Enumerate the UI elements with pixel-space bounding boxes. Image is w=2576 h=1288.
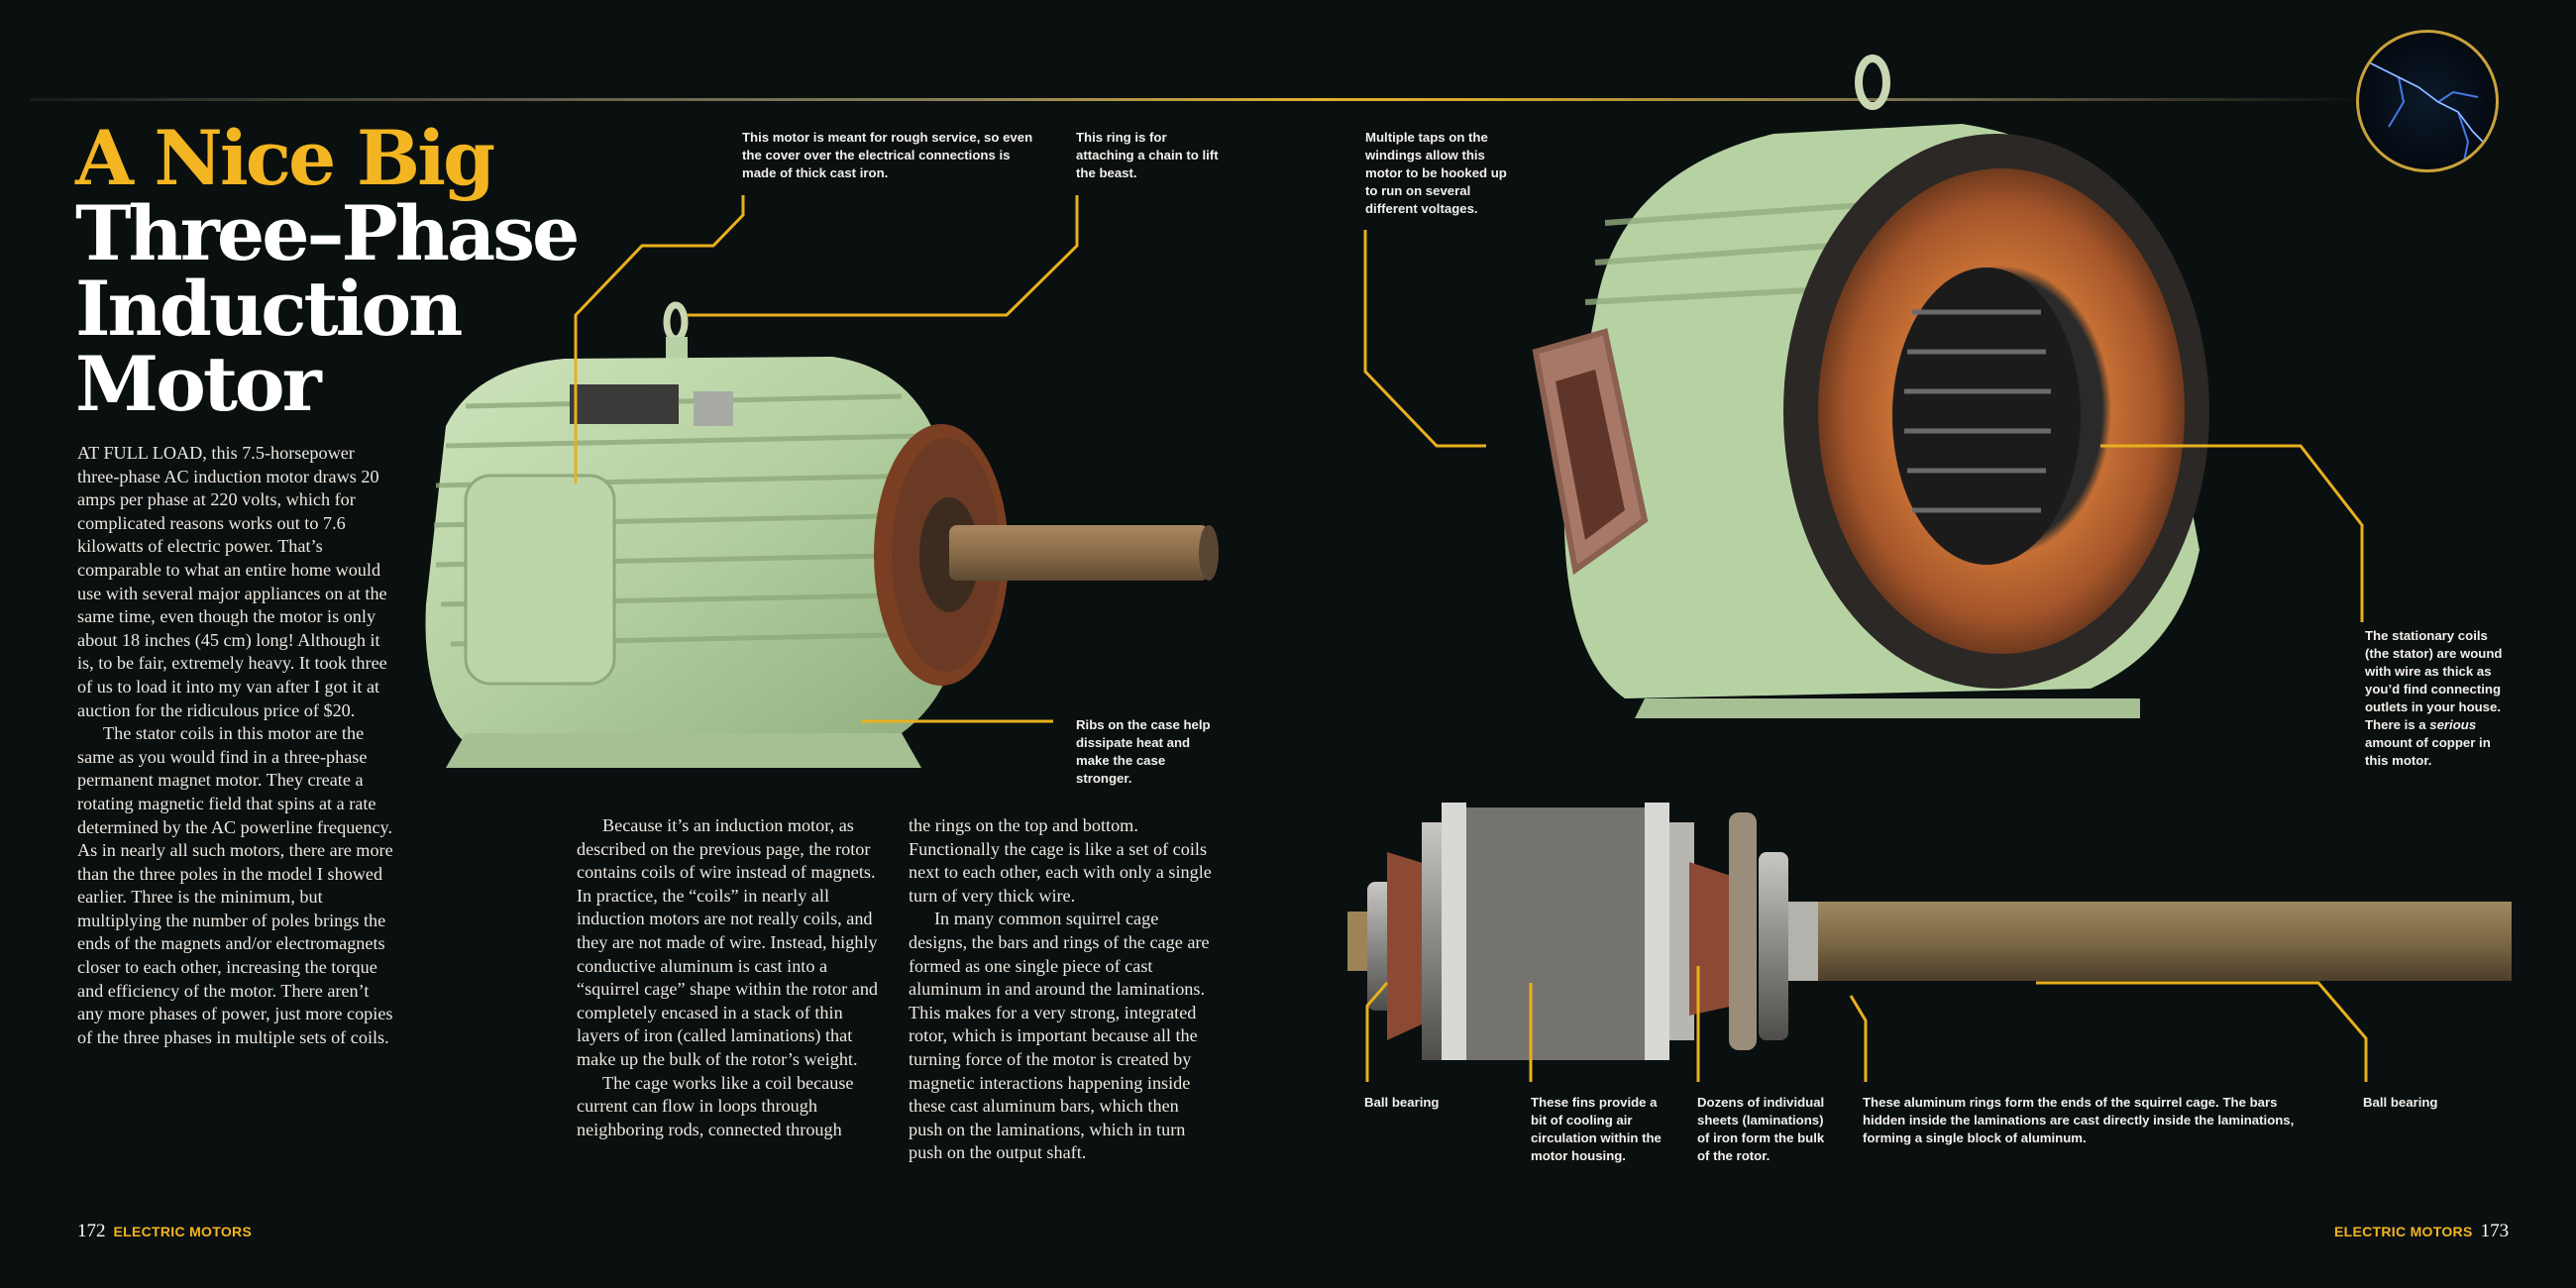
callout-ribs: Ribs on the case help dissipate heat and…: [1076, 717, 1211, 786]
section-label-right: ELECTRIC MOTORS: [2334, 1224, 2473, 1239]
callout-cast-iron-cover: This motor is meant for rough service, s…: [742, 130, 1033, 180]
section-label-left: ELECTRIC MOTORS: [113, 1224, 253, 1239]
page-title: A Nice Big Three–Phase Induction Motor: [75, 114, 580, 428]
callout-fins: These fins provide a bit of cooling air …: [1531, 1095, 1662, 1163]
callout-lifting-ring: This ring is for attaching a chain to li…: [1076, 130, 1219, 180]
body-paragraph: The stator coils in this motor are the s…: [77, 723, 393, 1047]
body-paragraph: the rings on the top and bottom. Functio…: [909, 815, 1212, 906]
top-rule: [30, 98, 2368, 101]
body-paragraph: Because it’s an induction motor, as desc…: [577, 815, 879, 1069]
page-number-left: 172: [77, 1221, 106, 1241]
rotor-photo: [1347, 803, 2512, 1060]
page-number-right: 173: [2480, 1221, 2510, 1241]
body-column-2: Because it’s an induction motor, as desc…: [577, 814, 884, 1141]
title-line-4: Motor: [75, 340, 322, 428]
footer-right: ELECTRIC MOTORS 173: [2334, 1221, 2509, 1242]
lifting-ring-icon: [663, 301, 689, 343]
body-column-3: the rings on the top and bottom. Functio…: [909, 814, 1216, 1165]
body-paragraph: The cage works like a coil because curre…: [577, 1072, 854, 1139]
callout-ball-bearing-left: Ball bearing: [1364, 1095, 1440, 1110]
lifting-ring-icon: [1855, 54, 1890, 110]
body-column-1: AT FULL LOAD, this 7.5-horsepower three-…: [77, 442, 394, 1049]
callout-aluminum-rings: These aluminum rings form the ends of th…: [1863, 1095, 2295, 1145]
body-paragraph: AT FULL LOAD, this 7.5-horsepower three-…: [77, 443, 387, 720]
body-paragraph: In many common squirrel cage designs, th…: [909, 909, 1210, 1163]
title-line-3: Induction: [75, 265, 463, 353]
callout-stator: The stationary coils (the stator) are wo…: [2365, 628, 2503, 768]
footer-left: 172 ELECTRIC MOTORS: [77, 1221, 252, 1242]
motor-photo-assembled: [425, 301, 1219, 768]
motor-photo-stator: [1532, 54, 2209, 718]
callout-ball-bearing-right: Ball bearing: [2363, 1095, 2438, 1110]
title-line-2: Three–Phase: [75, 189, 580, 277]
lightning-badge-icon: [2356, 30, 2499, 172]
title-line-1: A Nice Big: [75, 114, 495, 202]
callout-taps: Multiple taps on the windings allow this…: [1365, 130, 1507, 216]
callout-laminations: Dozens of individual sheets (laminations…: [1697, 1095, 1825, 1163]
